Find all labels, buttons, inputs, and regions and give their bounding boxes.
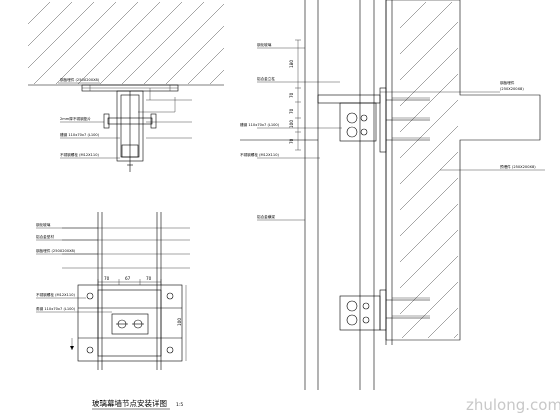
- bracket-lower: [339, 295, 381, 331]
- label-bolt: 不锈钢螺栓 (M12X110): [60, 152, 100, 157]
- anchor-bolts-upper: [386, 97, 430, 141]
- label-embed-plate-2: 钢板埋件 (250X200X8): [36, 248, 76, 253]
- hatch-line: [209, 69, 225, 85]
- connector-box: [97, 289, 162, 357]
- concrete-slab: [28, 0, 224, 85]
- drawing-scale: 1:5: [176, 402, 183, 408]
- label-transom: 铝合金横梁: [257, 214, 275, 219]
- anchor-bolts-lower: [386, 297, 430, 319]
- hatch-line: [187, 47, 225, 85]
- hatch-line: [399, 73, 459, 133]
- label-angle: 角钢 110x70x7 (L100): [36, 306, 76, 311]
- hatch-line: [427, 307, 459, 339]
- label-channel: 槽钢 110x70x7 (L100): [60, 132, 100, 137]
- hatch-line: [165, 25, 225, 85]
- hatch-line: [399, 151, 459, 211]
- label-glass: 钢化玻璃: [36, 222, 51, 227]
- dim-right-2: 70: [289, 92, 294, 98]
- dim-right-1: 180: [289, 60, 294, 68]
- hatch-line: [55, 1, 139, 85]
- hatch-line: [399, 21, 459, 81]
- hatch-line: [121, 1, 205, 85]
- hatch-line: [99, 1, 183, 85]
- label-embed-r3: 预埋件 (250X200X8): [500, 164, 536, 169]
- right-section-detail: 180 70 70 100 70 钢化玻璃 铝合金立柱 槽钢 110x70x7 …: [240, 0, 545, 390]
- label-mullion: 铝合金立柱: [257, 76, 275, 81]
- hatch-line: [399, 229, 459, 289]
- hatch-line: [33, 1, 117, 85]
- hatch-line: [399, 99, 459, 159]
- drawing-title: 玻璃幕墙节点安装详图: [92, 398, 167, 408]
- label-channel-r: 槽钢 110x70x7 (L100): [240, 122, 280, 127]
- bracket-upper: [317, 94, 381, 104]
- dim-right-4: 100: [289, 120, 294, 128]
- label-glass-r: 钢化玻璃: [257, 42, 272, 47]
- label-embed-r2: (250X200X8): [500, 87, 524, 91]
- watermark-text: zhulong.com: [466, 396, 560, 414]
- label-bolt-r: 不锈钢螺栓 (M12X110): [240, 152, 280, 157]
- hatch-line: [27, 1, 51, 25]
- hatch-line: [401, 281, 459, 339]
- label-embed-plate: 钢板埋件 (250X200X8): [60, 77, 100, 82]
- dim-right-3: 70: [289, 108, 294, 114]
- hatch-line: [399, 177, 459, 237]
- hatch-line: [399, 47, 459, 107]
- hatch-line: [399, 255, 459, 315]
- hatch-line: [399, 203, 459, 263]
- slab-hatch: [27, 1, 225, 85]
- top-plan-detail: 钢板埋件 (250X200X8) 2mm厚不锈钢垫片 槽钢 110x70x7 (…: [27, 0, 225, 172]
- concrete-wall: [385, 0, 541, 341]
- bolt-group: [86, 292, 174, 354]
- hatch-line: [453, 333, 459, 339]
- embed-plate-lower: [379, 289, 387, 331]
- label-aluminium: 铝合金型材: [36, 234, 54, 239]
- hatch-line: [27, 1, 95, 69]
- dim-left-1: 70: [104, 276, 110, 281]
- hatch-line: [143, 3, 225, 85]
- dim-left-side: 100: [177, 318, 182, 326]
- hatch-line: [399, 125, 459, 185]
- base-plate: [77, 284, 183, 362]
- dim-right-5: 70: [289, 138, 294, 144]
- hatch-line: [399, 1, 427, 29]
- dim-left-3: 70: [146, 276, 152, 281]
- label-embed-r1: 钢板埋件: [500, 80, 515, 85]
- hatch-line: [399, 1, 453, 55]
- embed-plate-upper: [379, 87, 387, 153]
- label-bolt-2: 不锈钢螺栓 (M12X110): [36, 292, 76, 297]
- dim-left-2: 67: [125, 276, 131, 281]
- bolt: [107, 117, 153, 125]
- bottom-elevation-detail: 70 67 70 100 钢化玻璃 铝合金型材 钢板埋件 (250X200X8)…: [36, 212, 190, 370]
- hatch-line: [77, 1, 161, 85]
- wall-hatch: [399, 1, 459, 339]
- mullion-section: [121, 144, 139, 158]
- label-shim: 2mm厚不锈钢垫片: [60, 116, 91, 121]
- hatch-line: [27, 1, 73, 47]
